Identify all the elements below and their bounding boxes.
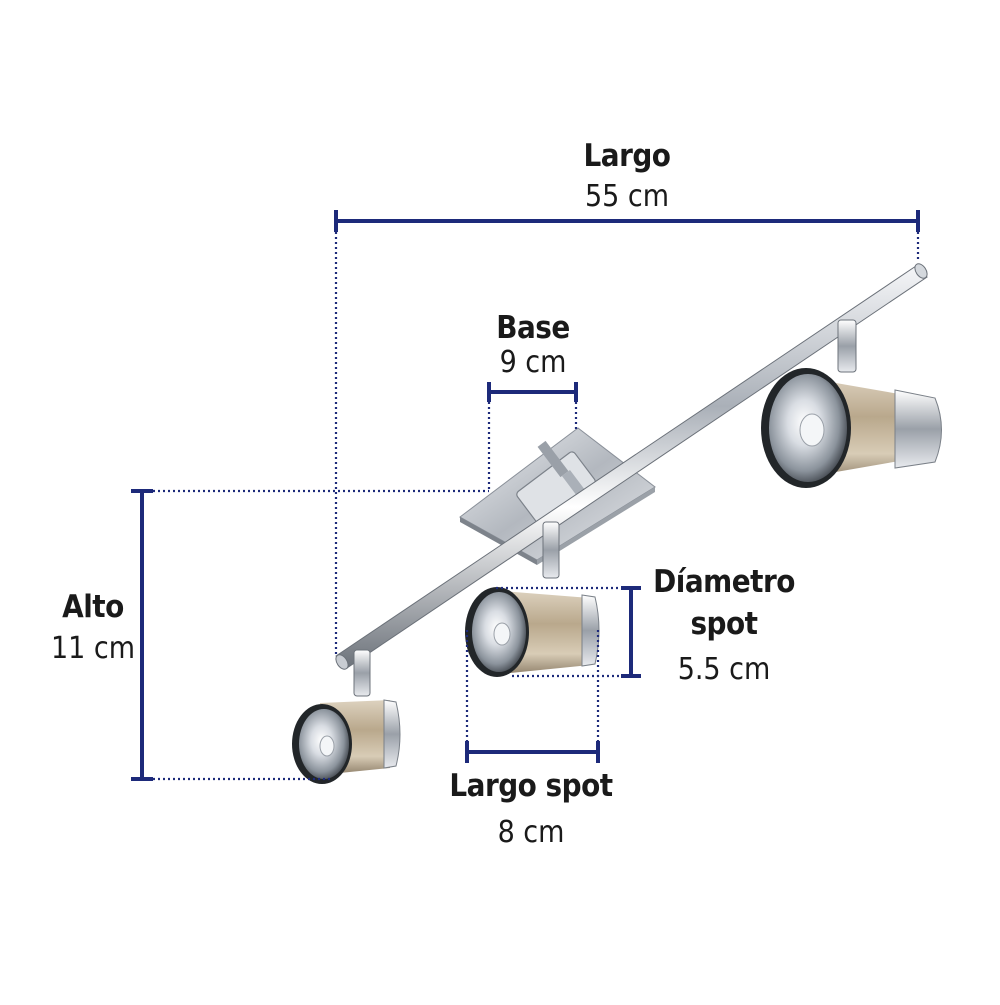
alto-label: Alto xyxy=(62,589,124,625)
largo-spot-label: Largo spot xyxy=(449,768,613,804)
diametro-spot-value: 5.5 cm xyxy=(677,652,771,687)
dimension-base xyxy=(487,382,578,490)
spot-right xyxy=(761,319,942,488)
largo-value: 55 cm xyxy=(584,179,670,214)
spot-middle xyxy=(465,521,600,677)
base-value: 9 cm xyxy=(499,345,567,380)
ceiling-base-plate xyxy=(459,427,656,565)
largo-label: Largo xyxy=(583,138,671,174)
diametro-spot-label-line1: Díametro xyxy=(653,564,795,600)
diametro-spot-label-line2: spot xyxy=(690,606,758,642)
dimension-largo xyxy=(334,210,920,656)
base-label: Base xyxy=(496,310,570,346)
track-bar xyxy=(335,263,928,670)
dimension-diametro-spot xyxy=(496,586,641,678)
largo-spot-value: 8 cm xyxy=(497,815,565,850)
spot-left xyxy=(292,649,401,784)
dimension-alto xyxy=(131,489,489,781)
dimension-largo-spot xyxy=(465,630,600,763)
alto-value: 11 cm xyxy=(50,631,136,666)
